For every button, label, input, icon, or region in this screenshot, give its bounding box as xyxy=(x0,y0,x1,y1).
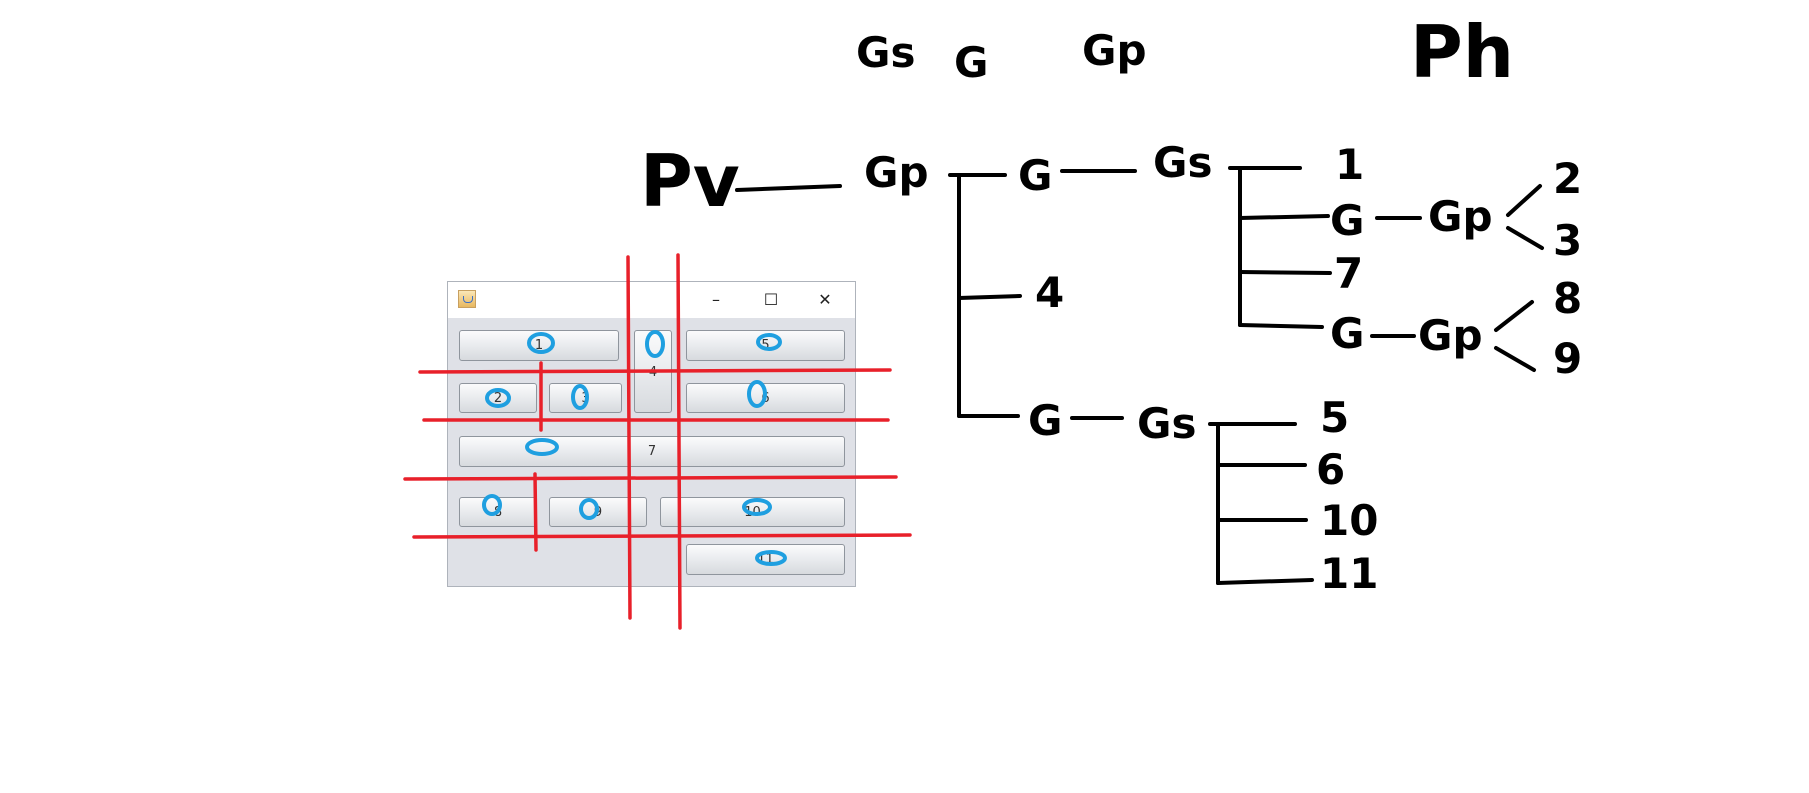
tree-leaf-10: 10 xyxy=(1320,496,1379,545)
mark-button-4 xyxy=(645,330,665,358)
button-7[interactable]: 7 xyxy=(459,436,845,467)
connector-gsbottom-11 xyxy=(1216,578,1314,585)
tree-node-gp-a: Gp xyxy=(1428,192,1493,241)
tree-node-g-bottom: G xyxy=(1028,396,1063,445)
mark-button-1 xyxy=(527,332,555,354)
tree-leaf-2: 2 xyxy=(1553,154,1583,203)
red-grid-lines xyxy=(403,253,912,630)
mark-button-3 xyxy=(571,384,589,410)
mark-button-11 xyxy=(755,550,787,566)
header-label-g: G xyxy=(954,38,989,87)
tree-node-gp-b: Gp xyxy=(1418,311,1483,360)
connector-gp-4 xyxy=(957,294,1022,300)
tree-node-g-top: G xyxy=(1018,151,1053,200)
minimize-icon[interactable]: – xyxy=(712,290,720,309)
tree-leaf-1: 1 xyxy=(1335,140,1365,189)
connector-gs-ga xyxy=(1238,214,1330,220)
connector-gpa-2 xyxy=(1506,184,1542,217)
mark-button-2 xyxy=(485,388,511,408)
java-app-icon xyxy=(458,290,476,308)
tree-leaf-11: 11 xyxy=(1320,549,1379,598)
mark-button-10 xyxy=(742,498,772,516)
connector-gpa-3 xyxy=(1506,226,1544,250)
tree-leaf-7: 7 xyxy=(1334,249,1364,298)
tree-leaf-6: 6 xyxy=(1316,445,1346,494)
button-11[interactable]: 11 xyxy=(686,544,845,575)
connector-gpb-8 xyxy=(1494,300,1534,332)
connector-pv-gp xyxy=(735,184,842,192)
tree-node-g-b: G xyxy=(1330,309,1365,358)
mark-button-6 xyxy=(747,380,767,408)
tree-leaf-9: 9 xyxy=(1553,334,1583,383)
mark-button-9 xyxy=(579,498,599,520)
tree-root-pv: Pv xyxy=(640,139,740,223)
close-icon[interactable]: ✕ xyxy=(818,290,832,309)
tree-leaf-8: 8 xyxy=(1553,274,1583,323)
header-label-gs: Gs xyxy=(856,28,916,77)
tree-leaf-3: 3 xyxy=(1553,216,1583,265)
mark-button-5 xyxy=(756,333,782,351)
tree-node-gp: Gp xyxy=(864,148,929,197)
blue-circle-marks xyxy=(482,330,787,566)
tree-node-gs-top: Gs xyxy=(1153,138,1213,187)
maximize-icon[interactable]: ☐ xyxy=(763,290,779,309)
connector-gpb-9 xyxy=(1494,346,1536,372)
connector-gs-7 xyxy=(1238,270,1332,275)
tree-node-gs-bottom: Gs xyxy=(1137,399,1197,448)
tree-leaf-5: 5 xyxy=(1320,393,1350,442)
header-label-ph: Ph xyxy=(1410,10,1515,94)
tree-node-g-a: G xyxy=(1330,196,1365,245)
connector-gs-gb xyxy=(1238,323,1324,329)
window-titlebar: – ☐ ✕ xyxy=(448,282,855,318)
mark-button-8 xyxy=(482,494,502,516)
header-label-gp: Gp xyxy=(1082,26,1147,75)
mark-button-7 xyxy=(525,438,559,456)
tree-leaf-4: 4 xyxy=(1035,268,1065,317)
